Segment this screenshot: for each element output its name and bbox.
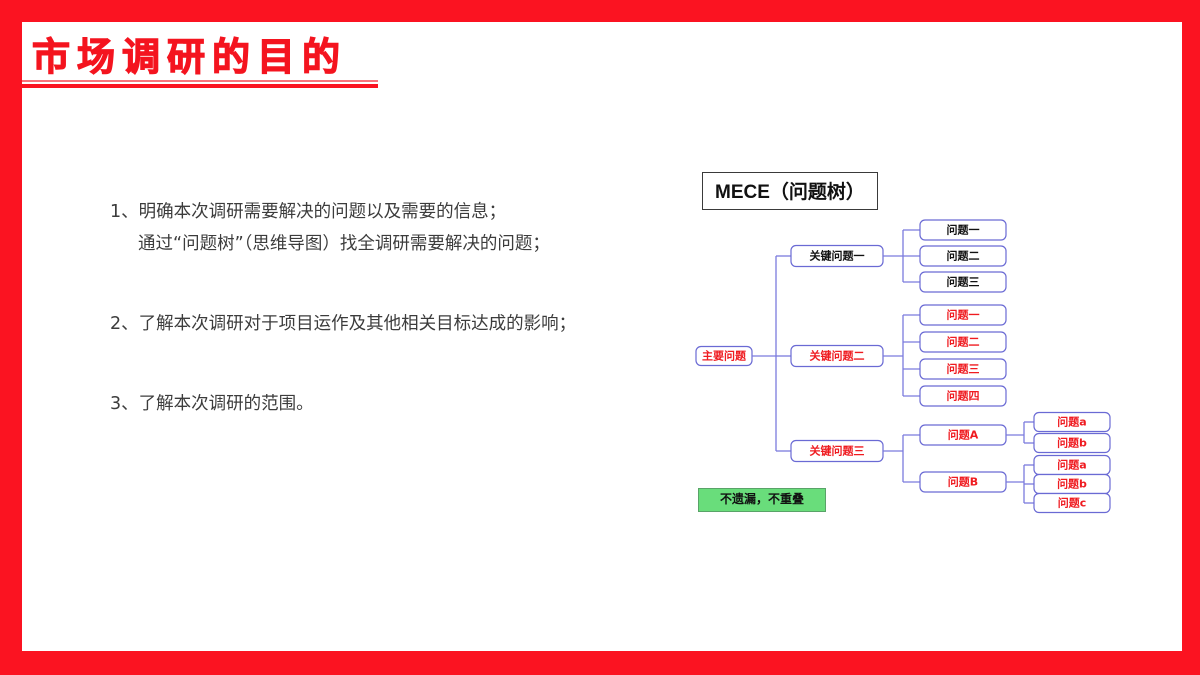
node-l3-1-2-label: 问题b [1057,436,1087,450]
frame-left-bar [0,0,22,675]
page-title: 市场调研的目的 [31,34,348,79]
node-l3-1-1-label: 问题a [1057,415,1086,429]
footer-note-label: 不遗漏，不重叠 [719,492,804,506]
branch-1-label: 关键问题一 [810,249,865,263]
bullet-line: 1、明确本次调研需要解决的问题以及需要的信息； [110,202,507,222]
bullet-item: 1、明确本次调研需要解决的问题以及需要的信息； 通过“问题树”（思维导图）找全调研… [110,196,690,260]
node-l2-1-2-label: 问题二 [947,249,980,263]
node-l2-2-1-label: 问题一 [947,308,980,322]
node-l3-1-2-box[interactable] [1033,432,1111,454]
bullet-line: 通过“问题树”（思维导图）找全调研需要解决的问题； [138,234,550,254]
node-l2-1-3-label: 问题三 [947,275,980,289]
bullet-line: 2、了解本次调研对于项目运作及其他相关目标达成的影响； [110,314,577,334]
tree-graphic: 主要问题关键问题一问题一问题二问题三关键问题二问题一问题二问题三问题四关键问题三… [695,219,1111,514]
mece-diagram: MECE（问题树） 主要问题关键问题一问题一问题二问题三关键问题二问题一问题二问… [690,160,1130,540]
node-l2-1-1-box[interactable] [919,219,1007,241]
bullet-list: 1、明确本次调研需要解决的问题以及需要的信息； 通过“问题树”（思维导图）找全调研… [110,196,690,420]
node-l2-2-1-box[interactable] [919,304,1007,326]
node-l2-2-4-box[interactable] [919,385,1007,407]
node-l2-1-1-label: 问题一 [947,223,980,237]
node-l3-2-3-label: 问题c [1058,496,1087,510]
node-l3-2-2-label: 问题b [1057,477,1087,491]
bullet-item: 2、了解本次调研对于项目运作及其他相关目标达成的影响； [110,308,690,340]
node-l2-2-2-box[interactable] [919,331,1007,353]
node-l2-2-2-label: 问题二 [947,335,980,349]
frame-bottom-bar [0,651,1200,675]
node-l2-1-3-box[interactable] [919,271,1007,293]
footer-note-box: 不遗漏，不重叠 [698,488,826,512]
node-l2-3-1-label: 问题A [948,428,979,442]
title-underline-thick [22,84,378,88]
frame-right-bar [1182,0,1200,675]
node-l2-3-2-label: 问题B [948,475,978,489]
root-node-label: 主要问题 [702,349,747,363]
branch-2-label: 关键问题二 [810,349,865,363]
node-l3-2-3-box[interactable] [1033,492,1111,514]
bullet-line: 3、了解本次调研的范围。 [110,394,314,414]
diagram-title: MECE（问题树） [702,172,878,210]
title-underline-thin [22,80,378,82]
branch-3-label: 关键问题三 [810,444,865,458]
node-l2-1-2-box[interactable] [919,245,1007,267]
node-l2-2-3-box[interactable] [919,358,1007,380]
node-l2-2-4-label: 问题四 [947,389,980,403]
node-l3-1-1-box[interactable] [1033,411,1111,433]
bullet-item: 3、了解本次调研的范围。 [110,388,690,420]
node-l2-2-3-label: 问题三 [947,362,980,376]
node-l3-2-1-label: 问题a [1057,458,1086,472]
frame-top-bar [0,0,1200,22]
